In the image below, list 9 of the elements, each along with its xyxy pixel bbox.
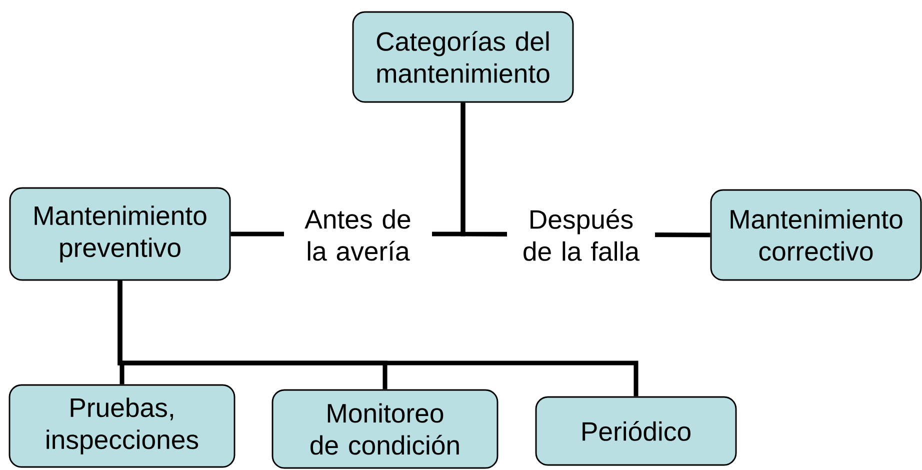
category-box: Categorías del mantenimiento [352, 11, 574, 103]
category-box: Mantenimiento correctivo [710, 189, 922, 281]
category-box: Pruebas, inspecciones [8, 384, 236, 468]
category-box: Mantenimiento preventivo [9, 187, 231, 281]
edge-label: Después de la falla [507, 205, 655, 265]
connector-line [118, 280, 638, 396]
edge-label: Antes de la avería [284, 205, 432, 265]
category-box: Periódico [535, 396, 737, 466]
category-box: Monitoreo de condición [272, 389, 498, 469]
